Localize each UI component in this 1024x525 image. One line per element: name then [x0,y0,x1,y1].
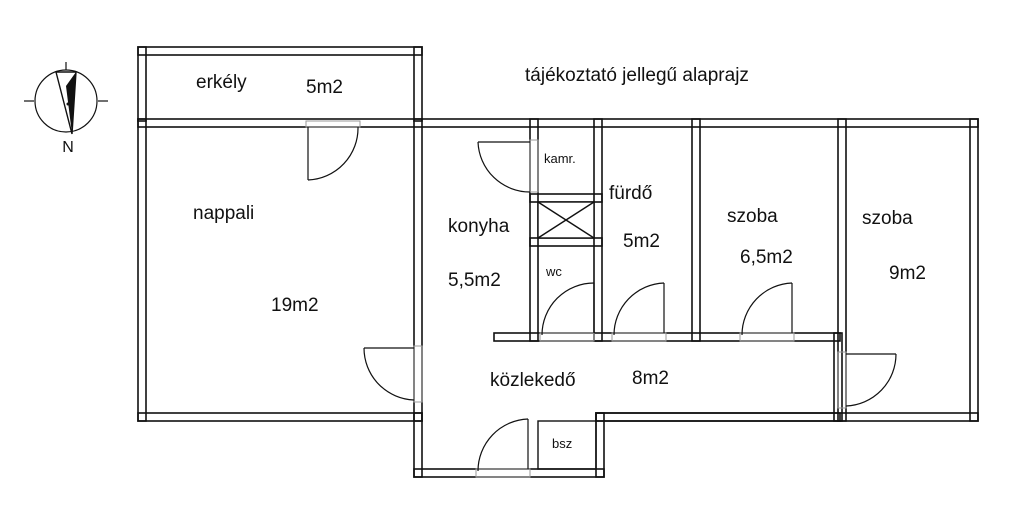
room-konyha-name: konyha [448,216,510,237]
doors [305,120,897,478]
door-nappali-icon [363,345,423,403]
room-wc-name: wc [545,264,562,279]
plan-title: tájékoztató jellegű alaprajz [525,65,749,86]
ventilation-duct-icon [537,201,595,239]
walls [137,46,979,478]
door-wc-icon [539,282,595,342]
room-konyha-area: 5,5m2 [448,270,501,291]
room-kozlekedo-area: 8m2 [632,368,669,389]
door-furdo-icon [611,282,667,342]
room-furdo-name: fürdő [609,183,652,204]
room-nappali-name: nappali [193,203,254,224]
room-furdo-area: 5m2 [623,231,660,252]
door-entrance-icon [475,418,531,478]
door-konyha-icon [477,139,539,193]
door-balcony-icon [305,120,361,181]
compass-rose-icon: N [24,62,108,156]
room-szoba1-area: 6,5m2 [740,247,793,268]
room-bsz-name: bsz [552,436,572,451]
room-szoba1-name: szoba [727,206,778,227]
room-kamra-name: kamr. [544,151,576,166]
room-erkely-name: erkély [196,72,247,93]
door-szoba1-icon [739,282,795,342]
room-szoba2-name: szoba [862,208,913,229]
room-kozlekedo-name: közlekedő [490,370,576,391]
room-szoba2-area: 9m2 [889,263,926,284]
door-szoba2-icon [837,351,897,409]
compass-north-label: N [62,139,74,156]
room-erkely-area: 5m2 [306,77,343,98]
room-nappali-area: 19m2 [271,295,319,316]
